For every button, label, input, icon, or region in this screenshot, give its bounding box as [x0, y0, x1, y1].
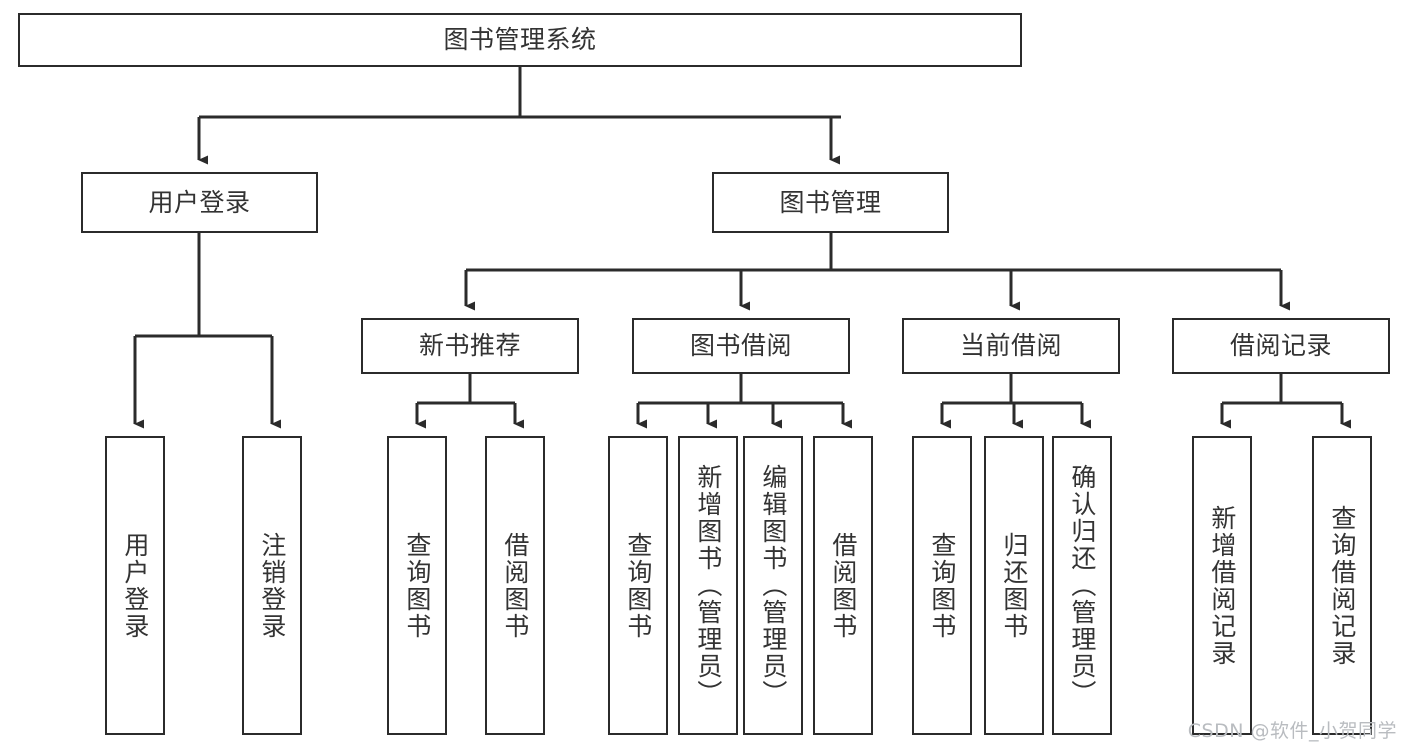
node-borrow-record[interactable]: 借阅记录 — [1172, 318, 1390, 374]
node-root-system[interactable]: 图书管理系统 — [18, 13, 1022, 67]
node-label: 借阅图书 — [828, 531, 858, 640]
node-label: 借阅图书 — [500, 531, 530, 640]
node-label: 查询图书 — [402, 531, 432, 640]
leaf-add-borrow-record[interactable]: 新增借阅记录 — [1192, 436, 1252, 735]
node-user-login[interactable]: 用户登录 — [81, 172, 318, 233]
node-label: 编辑图书（管理员） — [758, 464, 788, 707]
csdn-watermark: CSDN @软件_小贺同学 — [1187, 720, 1397, 742]
leaf-user-login[interactable]: 用户登录 — [105, 436, 165, 735]
node-new-book-recommend[interactable]: 新书推荐 — [361, 318, 579, 374]
node-current-borrow[interactable]: 当前借阅 — [902, 318, 1120, 374]
leaf-confirm-return-admin[interactable]: 确认归还（管理员） — [1052, 436, 1112, 735]
node-label: 查询图书 — [927, 531, 957, 640]
leaf-query-book-borrow[interactable]: 查询图书 — [608, 436, 668, 735]
leaf-add-book-admin[interactable]: 新增图书（管理员） — [678, 436, 738, 735]
node-label: 新书推荐 — [418, 331, 521, 361]
node-label: 用户登录 — [120, 531, 150, 640]
leaf-borrow-book-recommend[interactable]: 借阅图书 — [485, 436, 545, 735]
node-label: 确认归还（管理员） — [1067, 464, 1097, 707]
leaf-logout[interactable]: 注销登录 — [242, 436, 302, 735]
node-label: 新增借阅记录 — [1207, 504, 1237, 667]
leaf-query-book-recommend[interactable]: 查询图书 — [387, 436, 447, 735]
leaf-borrow-book[interactable]: 借阅图书 — [813, 436, 873, 735]
node-label: 图书管理 — [779, 187, 882, 217]
node-label: 借阅记录 — [1229, 331, 1332, 361]
node-label: 查询借阅记录 — [1327, 504, 1357, 667]
node-book-management[interactable]: 图书管理 — [712, 172, 949, 233]
node-label: 当前借阅 — [959, 331, 1062, 361]
node-label: 用户登录 — [148, 187, 251, 217]
node-label: 图书借阅 — [689, 331, 792, 361]
leaf-query-borrow-record[interactable]: 查询借阅记录 — [1312, 436, 1372, 735]
node-label: 新增图书（管理员） — [693, 464, 723, 707]
leaf-return-book[interactable]: 归还图书 — [984, 436, 1044, 735]
node-book-borrow[interactable]: 图书借阅 — [632, 318, 850, 374]
node-label: 注销登录 — [257, 531, 287, 640]
node-label: 查询图书 — [623, 531, 653, 640]
leaf-edit-book-admin[interactable]: 编辑图书（管理员） — [743, 436, 803, 735]
node-label: 归还图书 — [999, 531, 1029, 640]
node-label: 图书管理系统 — [443, 25, 597, 55]
leaf-query-book-current[interactable]: 查询图书 — [912, 436, 972, 735]
